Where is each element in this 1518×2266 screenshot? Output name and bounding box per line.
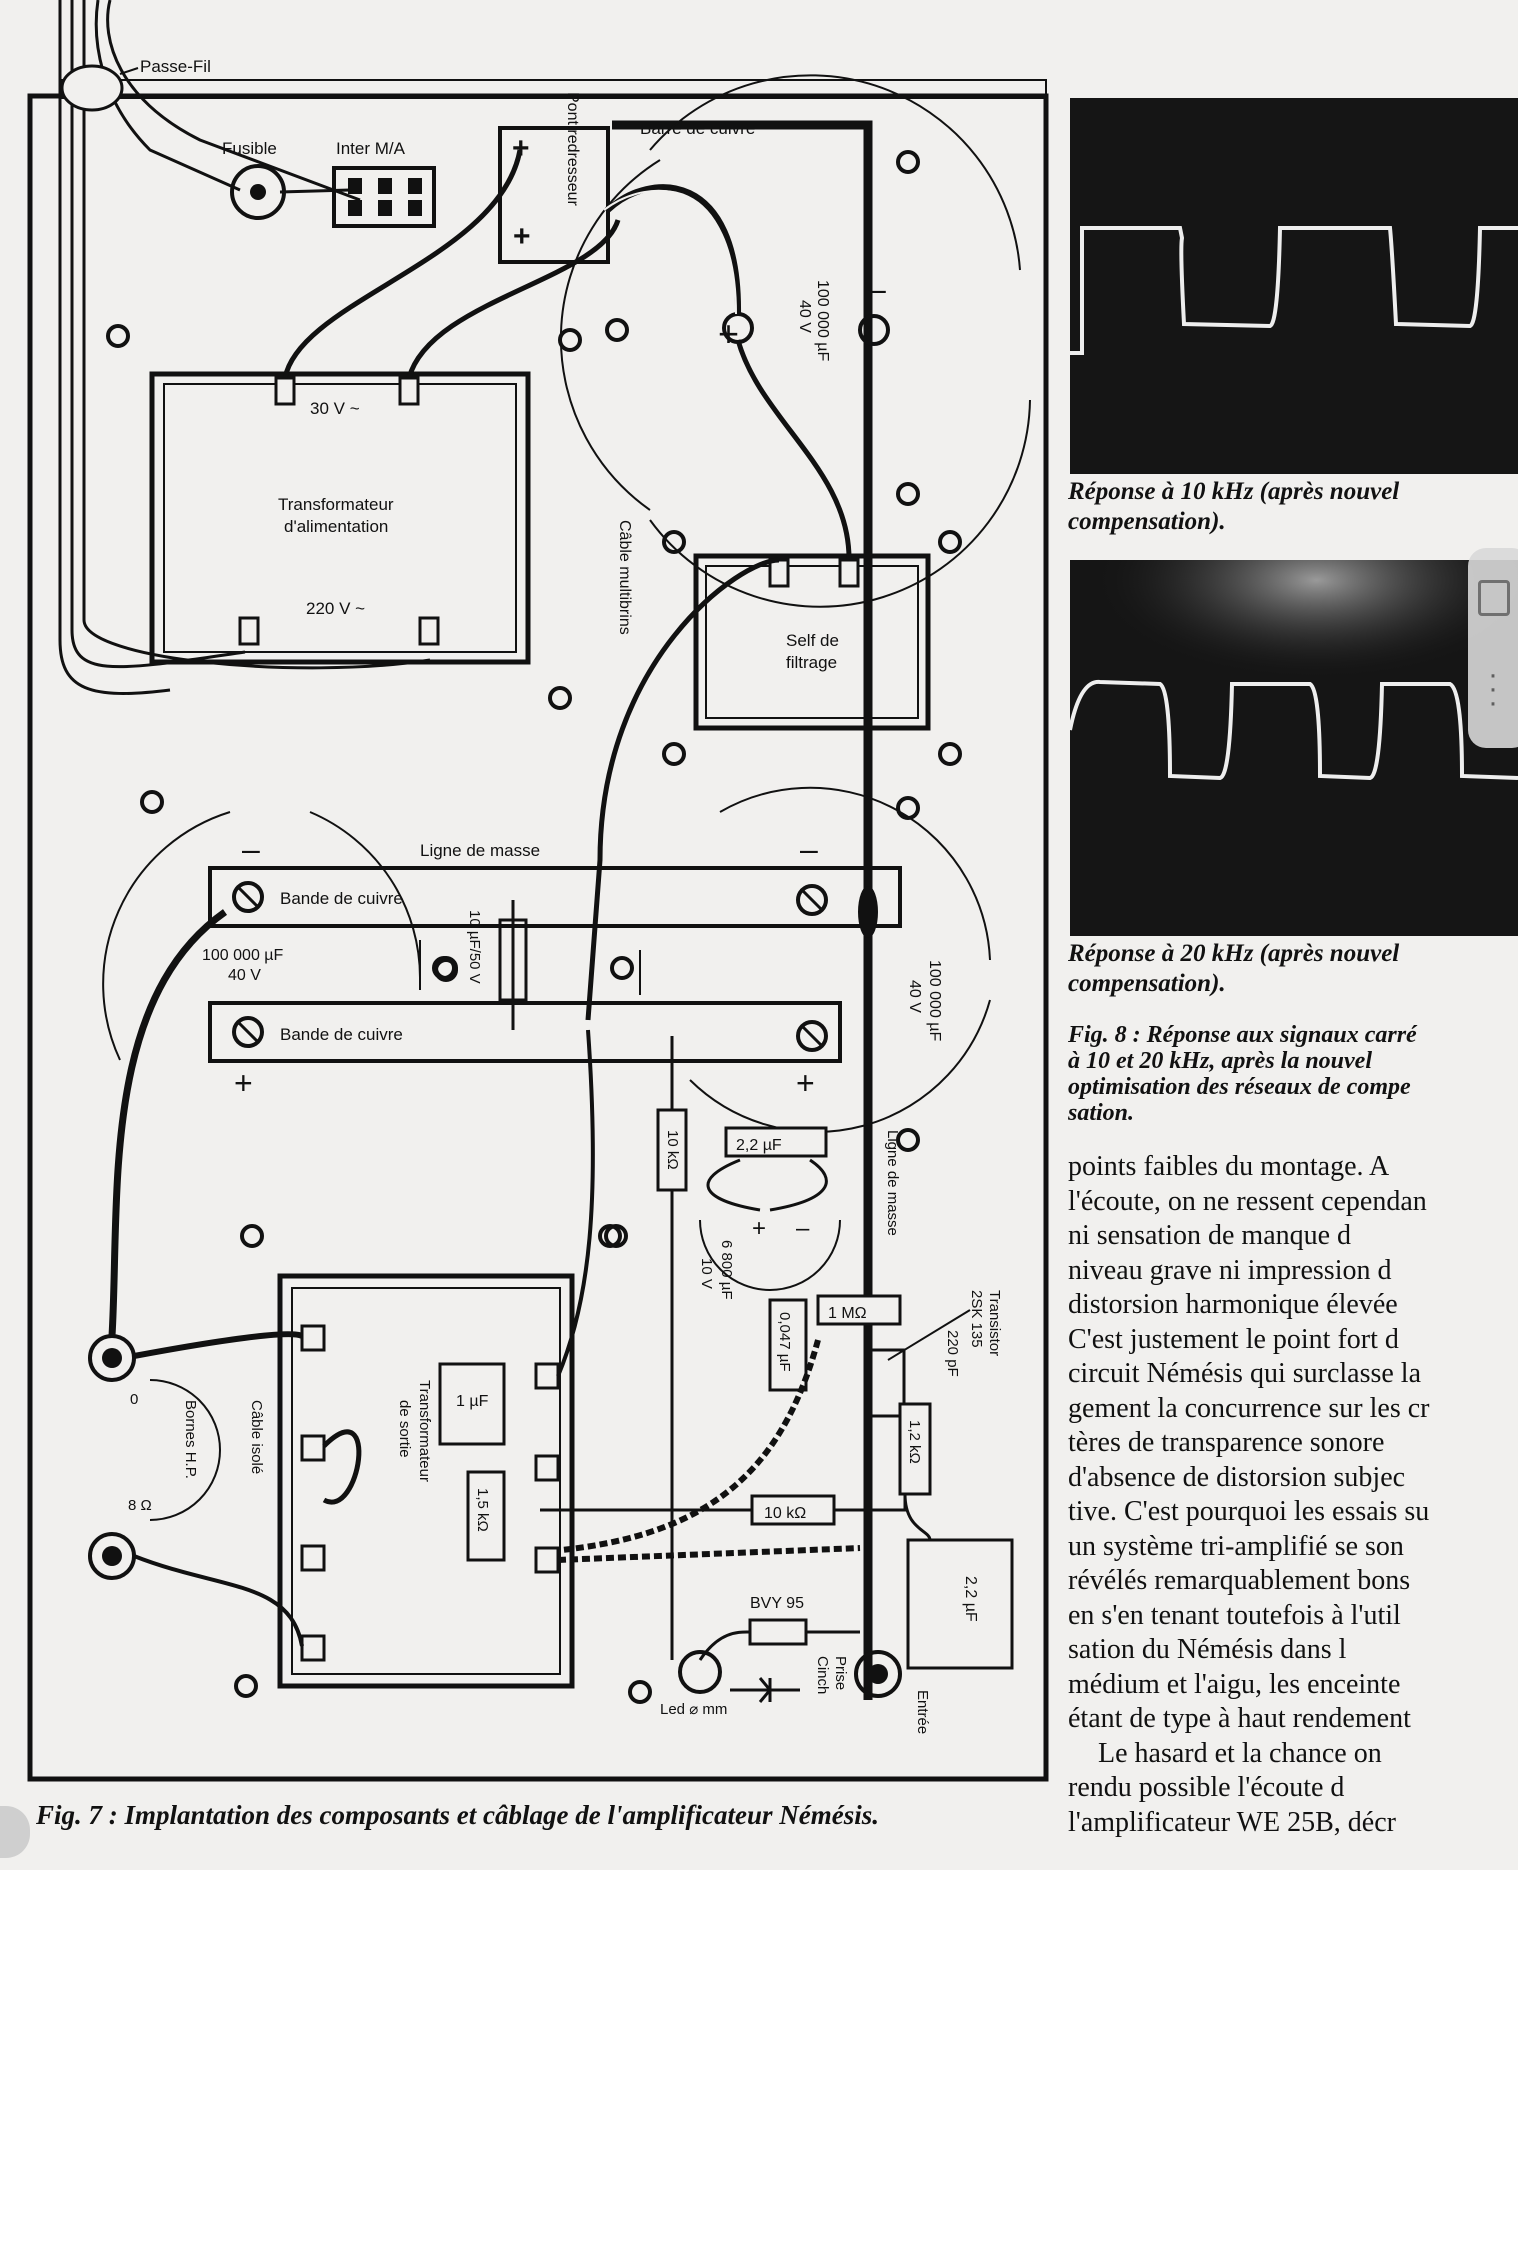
cap-2-2uf: [724, 1126, 828, 1158]
svg-text:10 kΩ: 10 kΩ: [764, 1505, 806, 1522]
svg-text:10 µF/50 V: 10 µF/50 V: [466, 910, 483, 984]
svg-text:Led ⌀ mm: Led ⌀ mm: [660, 1701, 727, 1718]
svg-text:1,2 kΩ: 1,2 kΩ: [906, 1420, 923, 1464]
svg-text:filtrage: filtrage: [786, 653, 837, 672]
svg-text:100 000 µF: 100 000 µF: [202, 947, 284, 964]
mounting-holes: [106, 150, 962, 1704]
label-passe-fil: Passe-Fil: [140, 57, 211, 76]
resistor-1m: [816, 1294, 902, 1326]
svg-text:2,2 µF: 2,2 µF: [736, 1137, 782, 1154]
copper-band-1: [208, 866, 902, 928]
svg-text:Ligne de masse: Ligne de masse: [884, 1130, 901, 1236]
svg-text:Cinch: Cinch: [814, 1656, 831, 1694]
scope-caption-10khz-line2: compensation).: [1068, 508, 1226, 535]
svg-text:0: 0: [130, 1391, 138, 1408]
switch: [332, 166, 436, 228]
resistor-1-2k: [898, 1402, 932, 1496]
svg-text:40 V: 40 V: [796, 300, 813, 333]
svg-text:8 Ω: 8 Ω: [128, 1497, 152, 1514]
svg-text:+: +: [513, 220, 531, 253]
svg-text:Bande de cuivre: Bande de cuivre: [280, 889, 403, 908]
svg-text:30 V ~: 30 V ~: [310, 399, 360, 418]
svg-text:Transformateur: Transformateur: [416, 1380, 433, 1482]
svg-text:+: +: [752, 1215, 766, 1242]
svg-text:+: +: [234, 1065, 253, 1101]
cap-2-2uf-big: [906, 1538, 1014, 1670]
svg-text:Transistor: Transistor: [986, 1290, 1003, 1356]
svg-text:de sortie: de sortie: [396, 1400, 413, 1458]
label-inter: Inter M/A: [336, 139, 406, 158]
floating-side-toolbar[interactable]: ···: [1468, 548, 1518, 748]
label-pont: Pont redresseur: [564, 92, 581, 207]
input-jack: [854, 1650, 902, 1698]
svg-text:–: –: [800, 831, 818, 867]
svg-text:BVY 95: BVY 95: [750, 1595, 804, 1612]
scanned-page: Passe-Fil Fusible Inter M/A + + Pont red…: [0, 0, 1518, 1870]
figure-8-caption: Fig. 8 : Réponse aux signaux carré à 10 …: [1068, 1022, 1417, 1126]
svg-text:Self de: Self de: [786, 631, 839, 650]
figure-7-caption: Fig. 7 : Implantation des composants et …: [36, 1800, 879, 1830]
scope-caption-10khz-line1: Réponse à 10 kHz (après nouvel: [1068, 478, 1400, 505]
svg-text:1 µF: 1 µF: [456, 1393, 489, 1410]
power-transformer: [149, 371, 531, 665]
resistor-10k: [656, 1108, 688, 1192]
svg-text:–: –: [242, 831, 260, 867]
scope-photo-20khz: [1070, 560, 1518, 936]
svg-text:6 800 µF: 6 800 µF: [718, 1240, 735, 1300]
svg-text:–: –: [796, 1215, 810, 1242]
svg-text:40 V: 40 V: [228, 967, 261, 984]
copper-bar: [612, 120, 873, 1700]
svg-text:10 V: 10 V: [698, 1258, 715, 1289]
cap-1uf: [438, 1362, 506, 1446]
cap-0-047uf: [768, 1298, 808, 1392]
output-transformer: [277, 1273, 575, 1689]
svg-text:+: +: [512, 132, 530, 165]
scope-photo-10khz: [1070, 98, 1518, 474]
scope-caption-20khz-line1: Réponse à 20 kHz (après nouvel: [1068, 940, 1400, 967]
wiring-diagram: Passe-Fil Fusible Inter M/A + + Pont red…: [27, 0, 1049, 1782]
svg-text:220 pF: 220 pF: [944, 1330, 961, 1377]
svg-text:Câble isolé: Câble isolé: [248, 1400, 265, 1474]
svg-text:Bande de cuivre: Bande de cuivre: [280, 1025, 403, 1044]
led: [678, 1650, 722, 1694]
svg-text:1 MΩ: 1 MΩ: [828, 1305, 867, 1322]
svg-text:0,047 µF: 0,047 µF: [776, 1312, 793, 1372]
label-fusible: Fusible: [222, 139, 277, 158]
copper-band-2: [208, 1001, 842, 1063]
resistor-10k-h: [750, 1494, 836, 1526]
svg-text:Entrée: Entrée: [914, 1690, 931, 1734]
more-options-icon[interactable]: ···: [1488, 658, 1498, 719]
svg-text:–: –: [868, 271, 886, 307]
svg-text:Transformateur: Transformateur: [278, 495, 394, 514]
copy-icon[interactable]: [1478, 580, 1510, 616]
svg-text:Prise: Prise: [832, 1656, 849, 1690]
svg-text:Bornes H.P.: Bornes H.P.: [182, 1400, 199, 1479]
resistor-1-5k: [466, 1470, 506, 1562]
svg-text:40 V: 40 V: [906, 980, 923, 1013]
scope-caption-20khz-line2: compensation).: [1068, 970, 1226, 997]
label-cable-multi: Câble multibrins: [616, 520, 633, 635]
svg-text:1,5 kΩ: 1,5 kΩ: [474, 1488, 491, 1532]
article-body-text: points faibles du montage. A l'écoute, o…: [1068, 1151, 1430, 1838]
svg-text:+: +: [796, 1065, 815, 1101]
chassis-outline: [27, 93, 1049, 1782]
transistor: [866, 1348, 906, 1418]
svg-text:d'alimentation: d'alimentation: [284, 517, 388, 536]
svg-text:+: +: [718, 313, 739, 354]
grommet: [60, 64, 124, 112]
diode-bvy95: [748, 1618, 808, 1646]
filter-choke: [693, 553, 931, 731]
svg-text:100 000 µF: 100 000 µF: [926, 960, 943, 1042]
svg-text:10 kΩ: 10 kΩ: [664, 1130, 681, 1170]
svg-text:2,2 µF: 2,2 µF: [962, 1576, 979, 1622]
label-cap-top: 100 000 µF: [814, 280, 831, 362]
svg-text:220 V ~: 220 V ~: [306, 599, 365, 618]
label-ligne-masse: Ligne de masse: [420, 841, 540, 860]
svg-text:2SK 135: 2SK 135: [968, 1290, 985, 1348]
